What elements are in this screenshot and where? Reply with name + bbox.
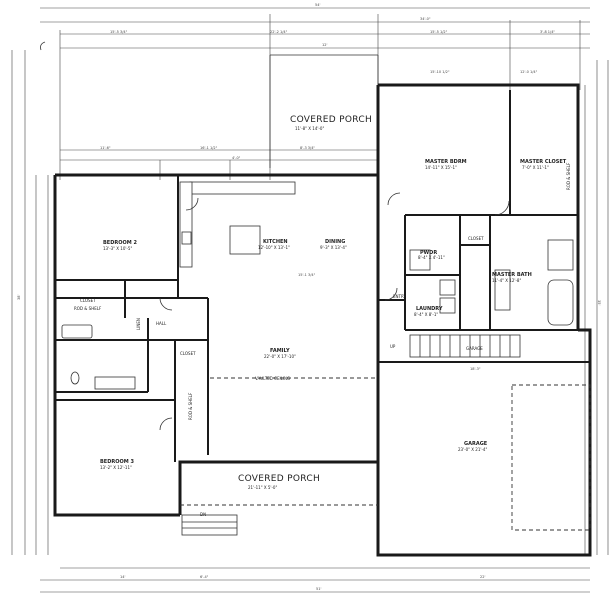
room-size-master-closet: 7'-0" X 11'-1" [522,165,549,170]
misc-labels: CLOSET ENTRY UP GARAGE VAULTED CEILING C… [74,162,571,517]
room-size-garage: 23'-0" X 21'-4" [458,447,487,452]
room-name-garage: GARAGE [464,441,488,447]
dim-top-mid: 22'-2 1/4" [270,30,288,34]
washer [439,279,456,296]
dim-left-mid: 11'-6" [100,146,111,150]
room-name-master-closet: MASTER CLOSET [520,159,567,165]
room-size-master-bdrm: 14'-11" X 15'-1" [425,165,457,170]
dim-family-span: 15'-1 3/4" [298,273,316,277]
room-name-master-bath: MASTER BATH [492,272,532,278]
label-closet-b2: CLOSET [80,298,96,303]
room-name-laundry: LAUNDRY [416,306,443,312]
interior-walls [55,90,578,462]
fixtures [61,231,574,390]
dim-left-side: 38' [17,295,21,300]
room-size-bedroom3: 13'-2" X 12'-11" [100,465,132,470]
dimension-text: 54' 15'-5 3/4" 34'-0" 22'-2 1/4" 12' 15'… [17,3,601,591]
room-name-kitchen: KITCHEN [263,239,288,245]
master-tub [547,279,574,326]
room-name-family: FAMILY [270,348,290,354]
margin-mark [40,41,46,51]
room-size-laundry: 8'-4" X 8'-1" [414,312,438,317]
room-labels: COVERED PORCH 11'-8" X 14'-0" MASTER BDR… [100,115,567,490]
label-rod-shelf-b2: ROD & SHELF [74,306,102,311]
label-dn: DN [200,512,206,517]
dim-top-porch: 12' [322,43,327,47]
room-size-kitchen: 12'-10" X 13'-1" [258,245,290,250]
label-garage-stair: GARAGE [466,346,483,351]
pwdr-sink [409,249,431,271]
dim-overall-top: 54' [315,3,320,7]
room-name-master-bdrm: MASTER BDRM [425,159,467,165]
dim-master-w: 15'-10 1/2" [430,70,450,74]
dim-bottom-left: 14' [120,575,125,579]
dim-mid2: 4'-0" [232,156,241,160]
dim-top-r2: 3'-8 1/4" [540,30,555,34]
room-name-bedroom3: BEDROOM 3 [100,459,134,465]
dim-garage-span: 18'-3" [470,367,481,371]
dim-right-side: 35' [597,300,601,305]
dim-bottom-overall: 51' [316,587,321,591]
room-size-dining: 9'-3" X 13'-4" [320,245,347,250]
dryer [439,297,456,314]
room-size-master-bath: 11'-4" X 12'-8" [492,278,521,283]
dim-bottom-r: 22' [480,575,485,579]
dim-top-left: 15'-5 3/4" [110,30,128,34]
master-vanity [494,269,511,311]
dimension-lines [11,7,609,593]
range [181,231,192,245]
vanity-b [94,376,136,390]
top-porch-outline [269,54,379,168]
label-up: UP [390,344,396,349]
room-name-dining: DINING [325,239,345,245]
room-name-pwdr: PWDR [420,250,437,256]
room-name-bedroom2: BEDROOM 2 [103,240,137,246]
label-closet-hall: CLOSET [180,351,196,356]
exterior-walls [53,83,592,557]
label-rod-shelf-b3: ROD & SHELF [188,392,193,420]
room-size-porch-top: 11'-8" X 14'-0" [295,126,324,131]
room-name-porch-bottom: COVERED PORCH [238,474,320,484]
room-name-porch-top: COVERED PORCH [290,115,372,125]
master-shower [547,239,574,271]
toilet-b [70,371,80,385]
dim-mid1: 16'-1 1/2" [200,146,218,150]
dim-top-r1: 15'-5 1/2" [430,30,448,34]
front-steps [181,514,238,536]
room-size-pwdr: 8'-4" X 4'-11" [418,255,445,260]
garage-stairs [409,334,521,358]
label-hall: HALL [156,321,167,326]
label-entry: ENTRY [393,294,406,299]
bathtub [61,324,93,339]
label-linen: LINEN [136,318,141,330]
door-swings [159,192,510,431]
room-size-bedroom2: 13'-3" X 10'-5" [103,246,132,251]
dim-closet-w: 12'-0 1/4" [520,70,538,74]
room-size-porch-bottom: 21'-11" X 5'-0" [248,485,277,490]
dim-bottom-mid: 6'-4" [200,575,209,579]
dim-mid3: 8'-3 3/4" [300,146,315,150]
dashed-lines [180,377,591,531]
room-size-family: 22'-0" X 17'-10" [264,354,296,359]
dim-top-right: 34'-0" [420,17,431,21]
label-vaulted: VAULTED CEILING [255,376,290,381]
label-closet-master: CLOSET [468,236,484,241]
label-rod-shelf-master: ROD & SHELF [566,162,571,190]
